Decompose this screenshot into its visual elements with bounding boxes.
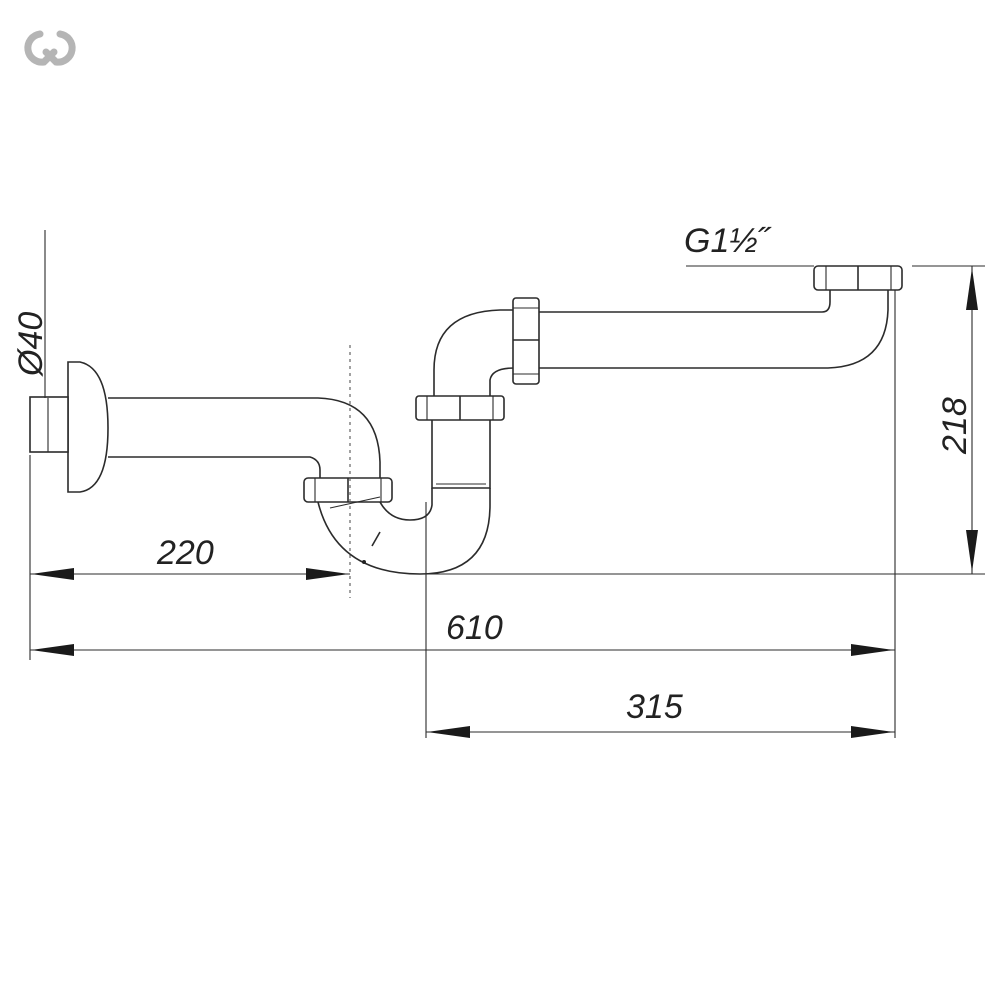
upper-bend xyxy=(433,309,514,396)
dimension-lines xyxy=(29,230,985,738)
siphon-body xyxy=(29,265,903,575)
inlet-thread-label: G1½˝ xyxy=(684,222,772,260)
riser-pipe xyxy=(431,420,491,489)
wall-pipe xyxy=(108,397,381,480)
wall-stub xyxy=(29,396,69,453)
height-label: 218 xyxy=(936,397,974,455)
wall-offset-label: 220 xyxy=(156,534,214,572)
diameter-label: Ø40 xyxy=(12,312,50,377)
inlet-pipe xyxy=(539,290,831,313)
outlet-length-label: 315 xyxy=(626,688,683,726)
total-length-label: 610 xyxy=(446,609,503,647)
chain-link-icon xyxy=(24,30,76,66)
wall-flange xyxy=(67,361,109,493)
upper-union-nut xyxy=(512,297,540,385)
